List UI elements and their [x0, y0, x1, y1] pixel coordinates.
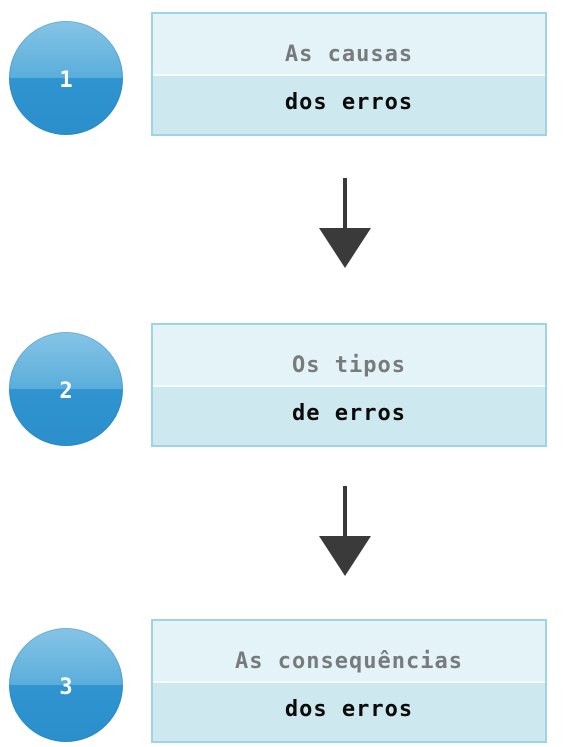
down-arrow-icon — [319, 486, 371, 576]
step-number: 3 — [59, 674, 73, 700]
step-2: 2 Os tipos de erros — [0, 323, 563, 447]
step-box-top-band — [153, 621, 545, 683]
step-title-line-2: de erros — [292, 401, 406, 426]
step-title-line-1: As consequências — [235, 649, 463, 674]
step-box: As consequências dos erros — [151, 619, 547, 743]
step-number: 1 — [59, 67, 73, 93]
step-box-top-band — [153, 14, 545, 76]
step-title-line-2: dos erros — [284, 697, 414, 722]
step-title-line-1: As causas — [284, 42, 414, 67]
step-number-circle: 2 — [9, 332, 123, 446]
step-1: 1 As causas dos erros — [0, 12, 563, 136]
step-box: As causas dos erros — [151, 12, 547, 136]
down-arrow-icon — [319, 178, 371, 268]
step-box: Os tipos de erros — [151, 323, 547, 447]
step-number: 2 — [59, 378, 73, 404]
step-3: 3 As consequências dos erros — [0, 619, 563, 743]
step-number-circle: 3 — [9, 628, 123, 742]
step-number-circle: 1 — [9, 21, 123, 135]
step-title-line-2: dos erros — [284, 90, 414, 115]
step-title-line-1: Os tipos — [292, 353, 406, 378]
step-box-top-band — [153, 325, 545, 387]
